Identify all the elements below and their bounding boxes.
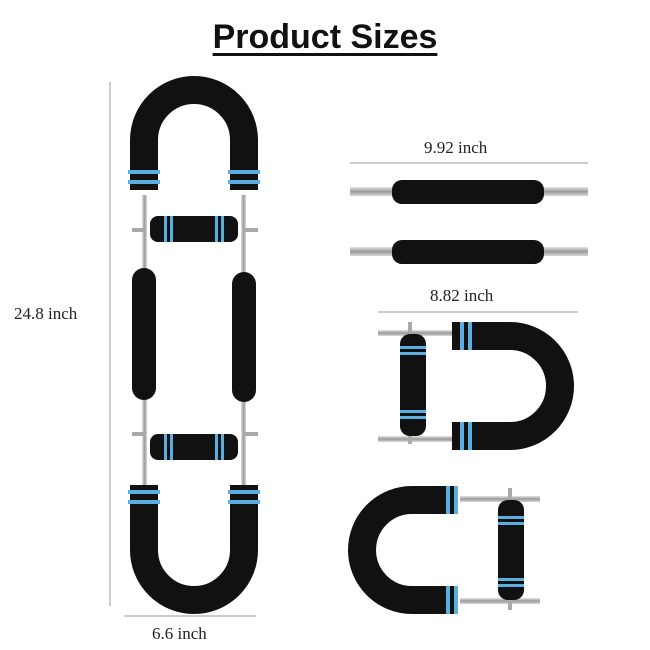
dimension-lines bbox=[109, 82, 588, 617]
page-title: Product Sizes bbox=[212, 18, 438, 56]
straight-bar-2 bbox=[350, 240, 588, 264]
u-width-dimension-label: 8.82 inch bbox=[430, 286, 494, 305]
straight-bar-1 bbox=[350, 180, 588, 204]
bar-length-dimension-label: 9.92 inch bbox=[424, 138, 488, 157]
assembled-trainer bbox=[128, 76, 260, 614]
height-dimension-label: 24.8 inch bbox=[14, 304, 78, 323]
u-handle-left bbox=[348, 486, 540, 614]
u-handle-right bbox=[378, 322, 574, 450]
width-dimension-label: 6.6 inch bbox=[152, 624, 207, 643]
